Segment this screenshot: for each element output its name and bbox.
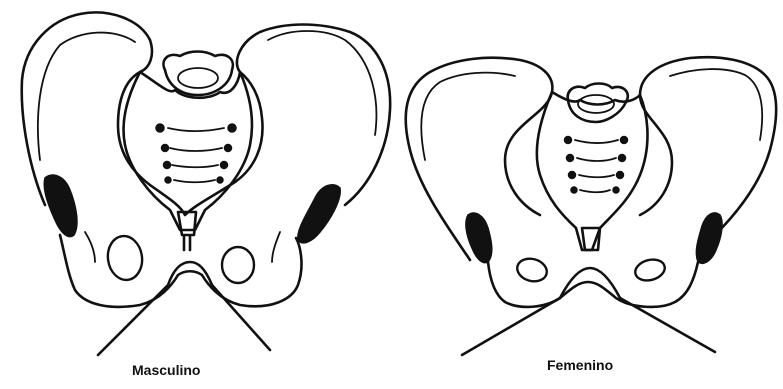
male-pelvis-drawing (22, 12, 390, 355)
male-left-obturator-foramen (105, 234, 145, 282)
female-pelvis-drawing (406, 57, 776, 355)
male-subpubic-angle-lines (98, 285, 270, 355)
male-sacral-lines (168, 128, 224, 182)
male-right-obturator-foramen (222, 247, 254, 283)
male-pubis-outline (60, 235, 302, 307)
male-left-acetabulum (44, 175, 77, 236)
male-ischial-marks (85, 232, 280, 262)
female-right-acetabulum (696, 213, 722, 263)
male-right-wing-inner (268, 31, 376, 135)
female-sacrum (537, 92, 648, 250)
female-left-acetabulum (466, 213, 492, 263)
female-left-obturator-foramen (515, 255, 550, 284)
female-subpubic-angle-lines (462, 298, 715, 355)
male-vertebral-canal (178, 68, 218, 88)
male-sacral-foramina (156, 124, 236, 183)
female-caption: Femenino (547, 357, 613, 373)
female-sacral-foramina (565, 137, 628, 194)
female-right-obturator-foramen (633, 256, 667, 283)
male-right-acetabulum (298, 185, 340, 243)
female-sacral-lines (575, 140, 618, 192)
male-caption: Masculino (132, 362, 200, 378)
female-top-vertebra (568, 84, 628, 123)
female-right-wing-inner (670, 69, 762, 140)
female-left-wing-inner (421, 73, 515, 160)
